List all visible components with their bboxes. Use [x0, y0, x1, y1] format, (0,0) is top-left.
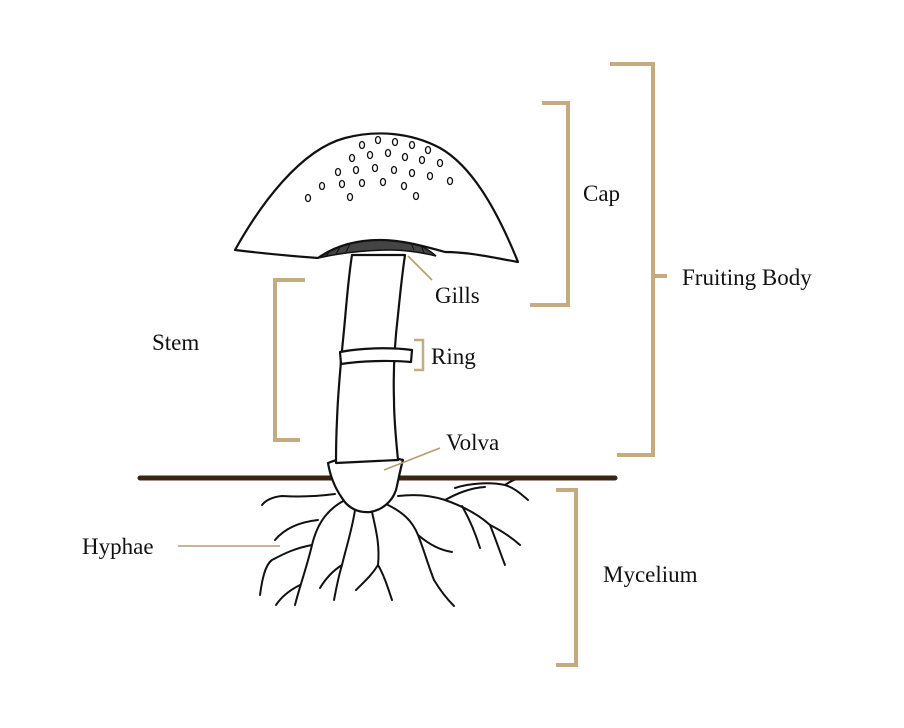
hyphae-roots	[259, 476, 534, 607]
hyphae-label: Hyphae	[82, 534, 154, 559]
cap-bracket	[530, 101, 570, 307]
mycelium-label: Mycelium	[603, 562, 698, 587]
fruiting-body-label: Fruiting Body	[682, 265, 812, 290]
cap-spots	[304, 135, 454, 203]
ring-shape	[338, 347, 414, 366]
fruiting-body-bracket	[610, 62, 667, 457]
cap-label: Cap	[583, 181, 620, 206]
stem-bracket	[273, 278, 305, 442]
volva-label: Volva	[446, 430, 499, 455]
gills-label: Gills	[435, 283, 480, 308]
ring-bracket	[414, 338, 425, 372]
volva-leader-line	[383, 447, 441, 471]
stem-label: Stem	[152, 330, 199, 355]
mycelium-bracket	[556, 488, 578, 667]
gills-leader-line	[407, 255, 433, 281]
ring-label: Ring	[431, 344, 476, 369]
cap-shape	[233, 132, 520, 264]
